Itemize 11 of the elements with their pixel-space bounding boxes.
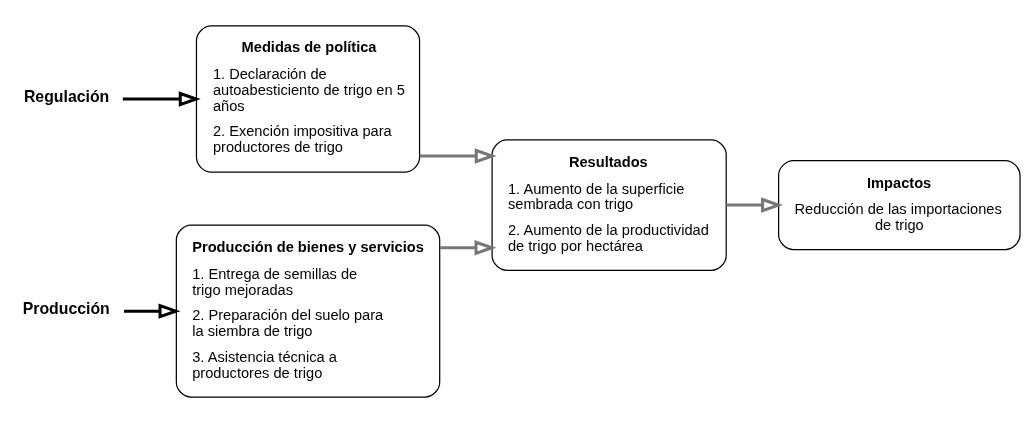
arrow xyxy=(419,148,497,164)
arrow xyxy=(124,303,181,319)
arrow xyxy=(440,240,497,256)
node-text: Regulación xyxy=(23,87,110,105)
arrow xyxy=(122,91,201,107)
node-box: Medidas de política 1. Declaración de autoabesticiento de trigo en 5 años 2. Exención impositiva para productores de trigo xyxy=(195,25,421,173)
arrow xyxy=(726,197,783,213)
node-box: Resultados 1. Aumento de la superficie sembrada con trigo 2. Aumento de la productividad de trigo por hectárea xyxy=(491,139,727,271)
node-box: Impactos Reducción de las importaciones de trigo xyxy=(778,160,1021,251)
node-box: Producción de bienes y servicios 1. Entrega de semillas de trigo mejoradas 2. Preparación del suelo para la siembra de trigo 3. Asistencia técnica a productores de trigo xyxy=(175,224,441,398)
node-text: Producción xyxy=(22,300,110,318)
